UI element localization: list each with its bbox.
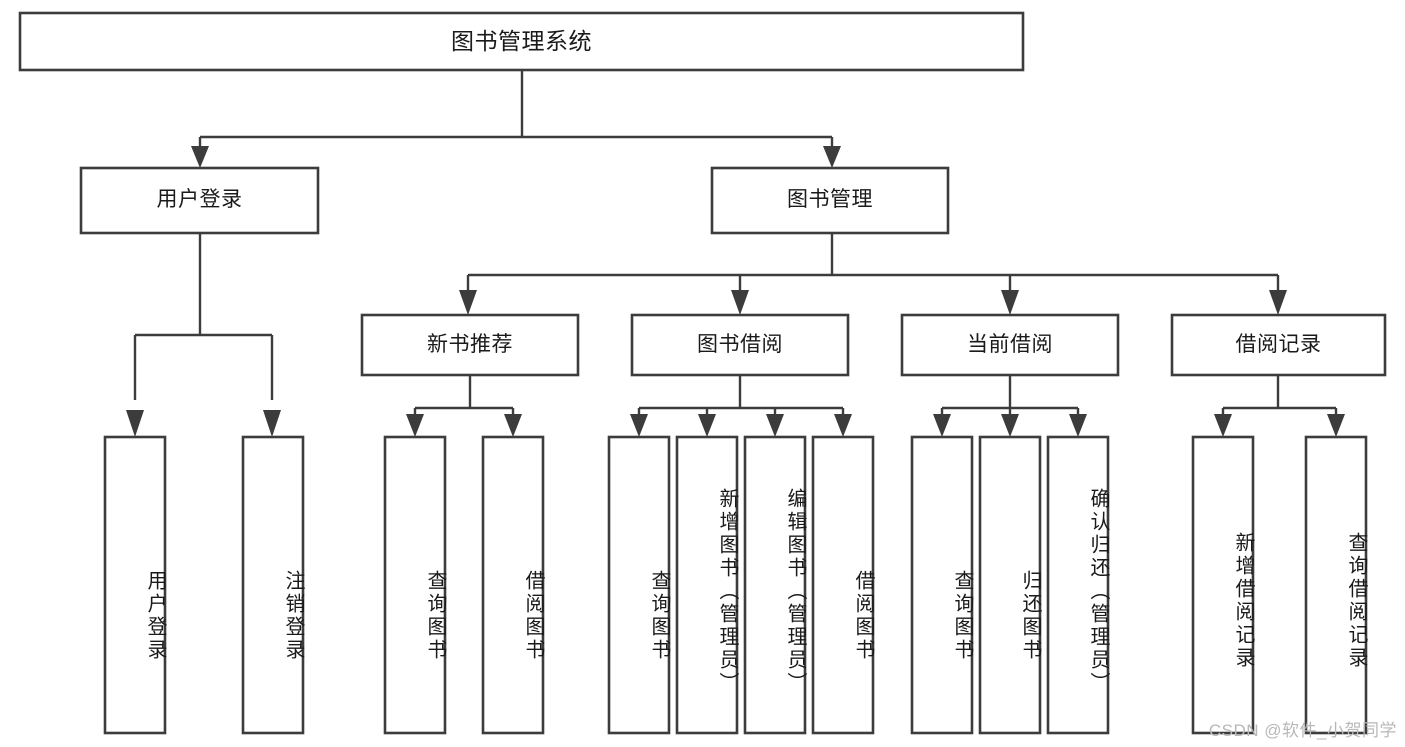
node-leaf-box[interactable]	[383, 435, 447, 735]
node-leaf-box[interactable]	[811, 435, 875, 735]
connector-bookborrow-to-leaves	[630, 375, 852, 437]
connector-newbook-to-leaves	[406, 375, 522, 437]
node-root-box[interactable]	[18, 11, 1025, 72]
node-leaf-box[interactable]	[1046, 435, 1110, 735]
node-leaf-box[interactable]	[743, 435, 807, 735]
node-book-management-box[interactable]	[710, 166, 950, 235]
node-leaf-box[interactable]	[910, 435, 974, 735]
connector-root-to-level2	[191, 70, 841, 168]
connector-currentborrow-to-leaves	[933, 375, 1087, 437]
connector-borrowrecord-to-leaves	[1214, 375, 1345, 437]
node-user-login-box[interactable]	[79, 166, 320, 235]
node-leaf-box[interactable]	[1191, 435, 1255, 735]
node-borrow-record-box[interactable]	[1170, 313, 1387, 377]
node-leaf-box[interactable]	[675, 435, 739, 735]
connector-bookmgmt-to-level3	[459, 233, 1287, 315]
node-leaf-box[interactable]	[607, 435, 671, 735]
csdn-watermark: CSDN @软件_小贺同学	[1208, 721, 1397, 740]
connector-userlogin-to-leaves	[126, 233, 281, 437]
node-leaf-box[interactable]	[978, 435, 1042, 735]
node-leaf-box[interactable]	[103, 435, 167, 735]
node-new-book-recommend-box[interactable]	[360, 313, 580, 377]
node-leaf-box[interactable]	[1304, 435, 1368, 735]
node-leaf-box[interactable]	[241, 435, 305, 735]
node-current-borrow-box[interactable]	[900, 313, 1120, 377]
node-book-borrow-box[interactable]	[630, 313, 850, 377]
node-leaf-box[interactable]	[481, 435, 545, 735]
